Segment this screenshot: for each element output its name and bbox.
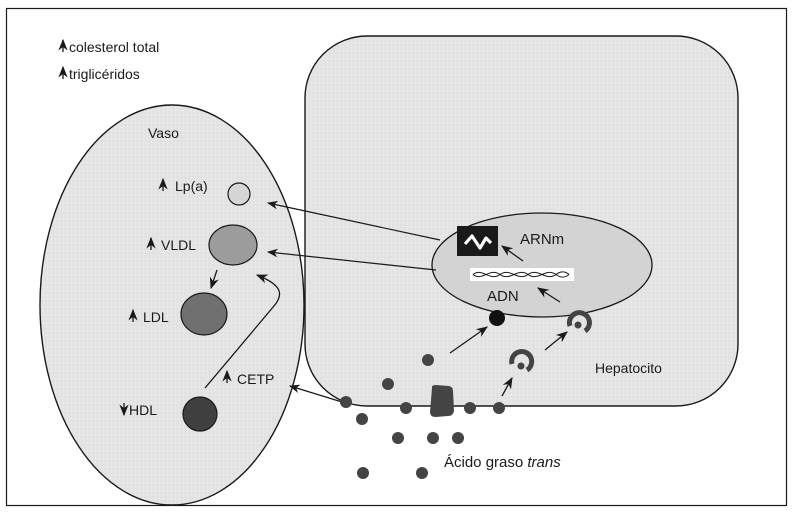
fatty-acid-particle <box>392 432 404 444</box>
svg-text:LDL: LDL <box>143 309 169 325</box>
arrow-to-receptor-complex <box>501 376 513 397</box>
label-cetp: CETP <box>222 369 274 387</box>
legend-label: triglicéridos <box>69 66 140 82</box>
label-ldl: LDL <box>128 308 169 325</box>
fatty-acid-particle <box>400 402 412 414</box>
lpa-particle <box>227 182 251 206</box>
dna-label: ADN <box>487 288 519 305</box>
nuclear-receptor <box>489 310 505 326</box>
arrow-to-nuclear-receptor <box>449 326 488 354</box>
fatty-acid-particle <box>382 378 394 390</box>
hdl-particle <box>182 396 218 432</box>
fatty-acid-particle <box>427 432 439 444</box>
fatty-acid-particle <box>416 467 428 479</box>
arrow-nucleus-to-lpa <box>266 200 441 241</box>
fatty-acid-particle <box>493 402 505 414</box>
legend: colesterol total triglicéridos <box>58 38 159 82</box>
label-vldl: VLDL <box>146 236 196 253</box>
fatty-acid-label-prefix: Ácido graso <box>444 454 527 471</box>
arrow-dna-to-mrna <box>501 245 524 262</box>
svg-text:CETP: CETP <box>237 371 274 387</box>
label-hdl: HDL <box>119 402 157 418</box>
hepatocyte-title: Hepatocito <box>595 360 662 376</box>
ldl-particle <box>180 292 228 336</box>
fatty-acid-particle <box>357 467 369 479</box>
fatty-acid-particle <box>452 432 464 444</box>
svg-text:VLDL: VLDL <box>161 237 196 253</box>
fatty-acid-label-italic: trans <box>527 454 561 471</box>
fatty-acid-particle <box>356 413 368 425</box>
arrow-receptor-to-nucleus <box>544 331 568 351</box>
vldl-particle <box>208 224 258 266</box>
arrow-hdl-to-vldl-cetp <box>204 274 281 389</box>
arrow-vldl-to-ldl <box>209 269 219 290</box>
fatty-acid-label: Ácido graso trans <box>444 454 561 471</box>
svg-text:HDL: HDL <box>129 402 157 418</box>
receptor-complex-cytoplasm <box>509 349 535 373</box>
label-lpa: Lp(a) <box>158 177 208 194</box>
arrow-to-dna <box>537 287 561 303</box>
legend-label: colesterol total <box>69 39 159 55</box>
vessel-title: Vaso <box>148 125 179 141</box>
membrane-transporter <box>430 385 454 417</box>
fatty-acid-particle <box>422 354 434 366</box>
receptor-complex-nucleus <box>566 310 592 334</box>
fatty-acid-particle <box>464 402 476 414</box>
fatty-acid-particles <box>340 354 505 479</box>
vessel <box>39 104 305 506</box>
arrow-fatty-acid-to-cetp <box>288 384 343 403</box>
svg-text:Lp(a): Lp(a) <box>175 178 208 194</box>
legend-item-cholesterol: colesterol total <box>58 38 159 55</box>
arrow-nucleus-to-vldl <box>266 248 437 271</box>
fatty-acid-particle <box>340 396 352 408</box>
mrna-label: ARNm <box>520 231 564 248</box>
dna-icon <box>470 268 574 281</box>
mrna-icon <box>457 226 498 256</box>
legend-item-triglycerides: triglicéridos <box>58 65 140 82</box>
